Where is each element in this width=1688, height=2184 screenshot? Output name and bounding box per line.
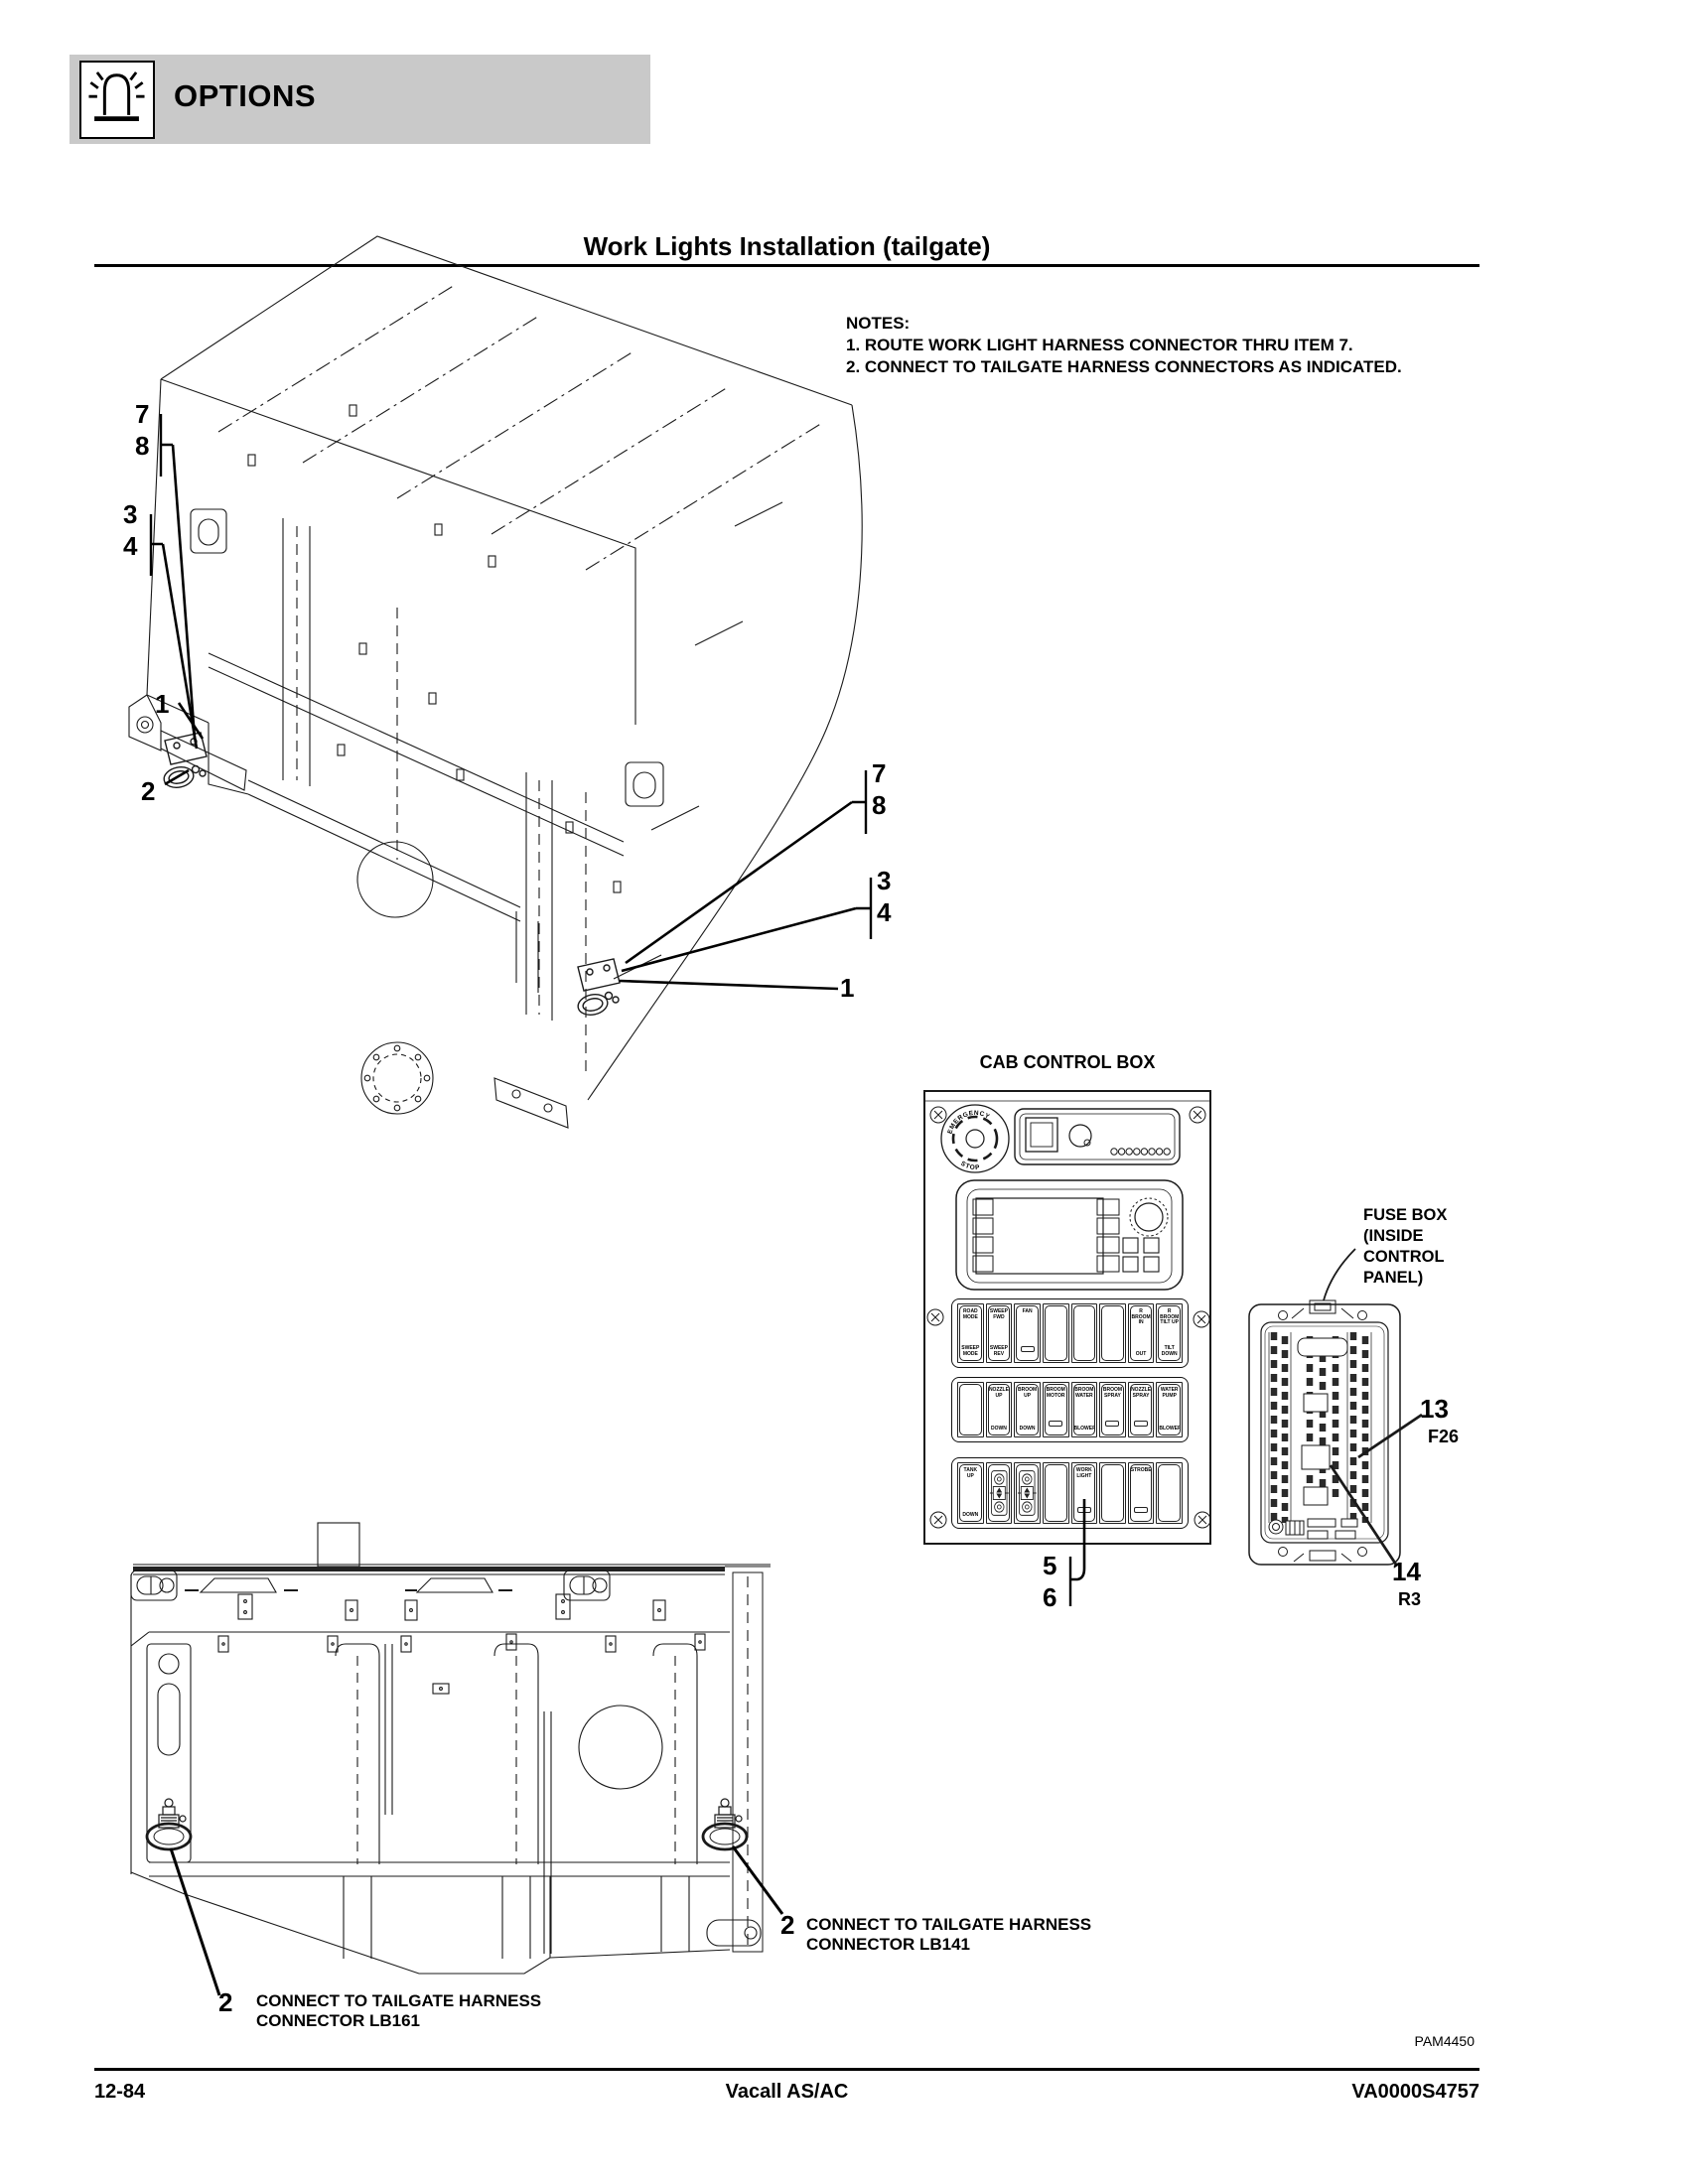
options-section-banner: OPTIONS xyxy=(70,55,650,144)
note-line-1: 1. ROUTE WORK LIGHT HARNESS CONNECTOR TH… xyxy=(846,336,1353,354)
emergency-stop-button xyxy=(940,1104,1010,1173)
panel-screw-icons xyxy=(926,1106,1211,1529)
switch-blank xyxy=(957,1382,984,1437)
estop-label-bottom: STOP xyxy=(959,1160,980,1171)
callout-14-ref: R3 xyxy=(1398,1589,1422,1609)
switch-strobe: STROBE xyxy=(1127,1462,1155,1524)
footer-page-number: 12-84 xyxy=(94,2081,146,2103)
callout-3-right: 3 xyxy=(877,866,892,895)
section-title: OPTIONS xyxy=(174,78,317,113)
callout-5: 5 xyxy=(1043,1551,1057,1580)
footer-doc-number: VA0000S4757 xyxy=(1351,2081,1479,2103)
switch-nozzle-spray: NOZZLE SPRAY xyxy=(1127,1382,1155,1437)
work-light-right xyxy=(701,1798,749,1851)
title-rule xyxy=(94,264,1479,267)
switch-blank xyxy=(1070,1303,1098,1363)
callout-2-lb141: 2 xyxy=(780,1910,795,1940)
callout-13-ref: F26 xyxy=(1428,1427,1460,1446)
callout-8-left: 8 xyxy=(135,431,150,461)
switch-broom-spray: BROOM SPRAY xyxy=(1099,1382,1126,1437)
callout-6: 6 xyxy=(1043,1582,1057,1612)
fuse-box-label-4: PANEL) xyxy=(1363,1269,1424,1287)
note-line-2: 2. CONNECT TO TAILGATE HARNESS CONNECTOR… xyxy=(846,357,1402,376)
lb161-text-2: CONNECTOR LB161 xyxy=(256,2011,420,2030)
callout-leader-lines xyxy=(149,414,873,991)
work-light-switch-leader xyxy=(1068,1499,1086,1606)
callout-4-left: 4 xyxy=(123,531,138,561)
beacon-icon-box xyxy=(79,61,155,139)
footer-model: Vacall AS/AC xyxy=(725,2081,849,2103)
callout-7-left: 7 xyxy=(135,399,150,429)
switch-broom-motor: BROOM MOTOR xyxy=(1042,1382,1069,1437)
key-switch-icon xyxy=(1068,1124,1092,1148)
tailgate-rear-drawing xyxy=(130,1522,784,1996)
lb141-text-1: CONNECT TO TAILGATE HARNESS xyxy=(806,1915,1092,1934)
joystick-connector-icon xyxy=(1014,1462,1041,1524)
fuse-box-drawing xyxy=(1248,1248,1423,1566)
joystick-connector-icon xyxy=(985,1462,1013,1524)
indicator-led-row xyxy=(1110,1148,1171,1156)
callout-1-right: 1 xyxy=(840,973,855,1003)
callout-2-lb161: 2 xyxy=(218,1987,233,2017)
fuse-box-label-1: FUSE BOX xyxy=(1363,1206,1448,1224)
switch-blank xyxy=(1042,1303,1069,1363)
callout-7-right: 7 xyxy=(872,758,887,788)
callout-1-left: 1 xyxy=(155,689,170,719)
svg-text:STOP: STOP xyxy=(959,1160,981,1171)
lb161-text-1: CONNECT TO TAILGATE HARNESS xyxy=(256,1991,542,2010)
callout-3-left: 3 xyxy=(123,499,138,529)
switch-blank xyxy=(1156,1462,1183,1524)
lb141-text-2: CONNECTOR LB141 xyxy=(806,1935,970,1954)
work-light-left xyxy=(145,1798,193,1851)
cab-control-box-title: CAB CONTROL BOX xyxy=(979,1052,1156,1072)
beacon-light-icon xyxy=(88,71,145,121)
callout-4-right: 4 xyxy=(877,897,892,927)
cab-control-box-panel: EMERGENCY STOP xyxy=(923,1090,1211,1545)
callout-2-left: 2 xyxy=(141,776,156,806)
callout-8-right: 8 xyxy=(872,790,887,820)
switch-fan: FAN xyxy=(1014,1303,1041,1363)
figure-code: PAM4450 xyxy=(1414,2033,1475,2049)
switch-blank xyxy=(1042,1462,1069,1524)
switch-blank xyxy=(1099,1462,1126,1524)
callout-14: 14 xyxy=(1392,1557,1421,1586)
page-title: Work Lights Installation (tailgate) xyxy=(583,231,991,261)
truck-body-isometric-drawing xyxy=(128,235,873,1129)
fuse-box-label-2: (INSIDE xyxy=(1363,1227,1424,1245)
footer-rule xyxy=(94,2068,1479,2071)
notes-heading: NOTES: xyxy=(846,314,911,333)
callout-13: 13 xyxy=(1420,1394,1449,1424)
display-unit xyxy=(955,1179,1184,1291)
fuse-box-label-3: CONTROL xyxy=(1363,1248,1445,1266)
switch-blank xyxy=(1099,1303,1126,1363)
rotary-knob-icon xyxy=(1129,1197,1169,1237)
